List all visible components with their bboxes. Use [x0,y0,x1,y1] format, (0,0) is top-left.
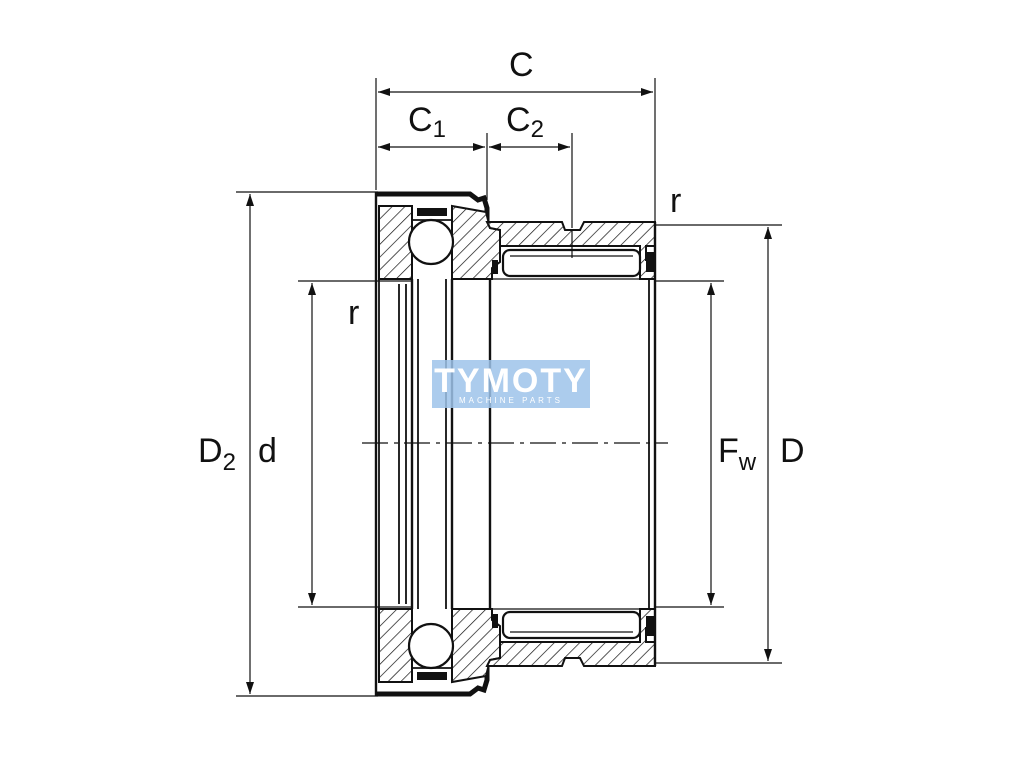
watermark-tagline: MACHINE PARTS [459,396,563,405]
bearing-body [374,191,657,697]
dimension-c: C [375,46,656,222]
watermark-brand: TYMOTY [434,362,588,400]
label-fw: Fw [718,432,757,476]
dimension-c1-c2: C1 C2 [378,101,573,228]
watermark-logo: TYMOTY MACHINE PARTS [432,360,590,408]
dimension-d2: D2 [198,191,378,697]
needle-roller-bottom [501,610,642,640]
label-c1: C1 [408,101,446,143]
dimension-fw: Fw [655,280,757,608]
label-outer-d: D [780,432,805,470]
label-c2: C2 [506,101,544,143]
dimension-d: d [258,280,412,608]
label-d: d [258,432,277,470]
ball-bottom [407,622,455,670]
label-d2: D2 [198,432,236,476]
label-r-top: r [670,182,681,220]
ball-top [407,218,455,266]
label-r-left: r [348,294,359,332]
label-c: C [509,46,534,84]
dimension-outer-d: D [655,224,805,664]
